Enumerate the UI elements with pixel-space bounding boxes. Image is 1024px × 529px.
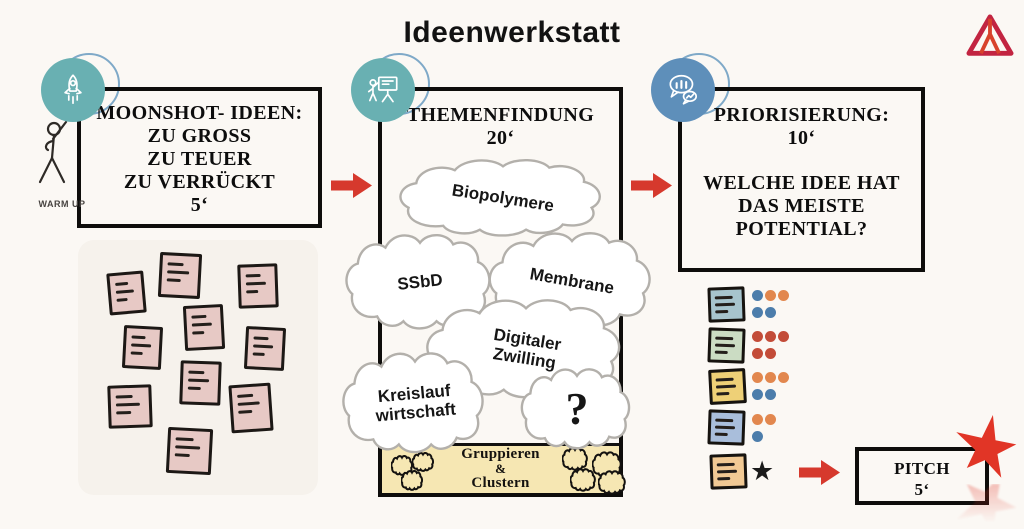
stage3-line: DAS MEISTE <box>738 195 865 217</box>
sticky-note <box>228 382 274 434</box>
arrow-to-pitch-icon <box>799 460 840 485</box>
arrow-stage1-to-stage2-icon <box>331 173 372 198</box>
sticky-note <box>237 263 279 309</box>
stage3-line: POTENTIAL? <box>735 218 868 240</box>
sticky-note <box>121 325 164 370</box>
sticky-note <box>179 360 222 406</box>
presenter-icon <box>351 58 415 122</box>
vote-note <box>707 286 746 323</box>
band-line: Gruppieren <box>461 446 540 462</box>
popcorn-doodle-icon <box>401 470 423 491</box>
stage1-line: ZU VERRÜCKT <box>123 171 276 193</box>
chat-analytics-icon <box>651 58 715 122</box>
vote-note <box>707 327 746 364</box>
vote-dots <box>752 372 789 406</box>
pitch-box: PITCH 5‘ <box>855 447 989 505</box>
vote-dots <box>752 414 776 448</box>
stage3-line: PRIORISIERUNG: <box>713 104 890 126</box>
sticky-note <box>157 251 203 300</box>
stage1-line: ZU TEUER <box>147 148 252 170</box>
stage3-line: WELCHE IDEE HAT <box>703 172 900 194</box>
stage1-line: ZU GROSS <box>147 125 252 147</box>
stage2-duration: 20‘ <box>486 127 515 149</box>
company-logo-icon <box>966 13 1014 57</box>
pitch-duration: 5‘ <box>914 480 930 499</box>
sticky-note <box>106 270 147 316</box>
band-line: Clustern <box>471 475 530 491</box>
pitch-label: PITCH <box>894 459 950 478</box>
topic-cloud-kreislaufwirtschaft: Kreislauf wirtschaft <box>341 348 489 458</box>
vote-dots <box>752 290 789 324</box>
vote-note <box>708 368 747 405</box>
sticky-note <box>165 426 214 476</box>
stage2-heading: THEMENFINDUNG <box>406 104 595 126</box>
vote-dots <box>752 331 789 365</box>
winner-star-icon: ★ <box>750 456 775 486</box>
vote-note <box>709 453 748 490</box>
topic-cloud-question: ? <box>520 365 634 453</box>
stage1-duration: 5‘ <box>190 194 209 216</box>
sticky-note <box>243 325 287 372</box>
rocket-icon <box>41 58 105 122</box>
star-reflection <box>950 484 1024 529</box>
band-line: & <box>495 461 506 476</box>
stage3-duration: 10‘ <box>787 127 816 149</box>
arrow-stage2-to-stage3-icon <box>631 173 672 198</box>
sticky-note <box>182 303 226 352</box>
page-title: Ideenwerkstatt <box>403 16 621 49</box>
highlight-star-icon <box>956 414 1017 478</box>
vote-note <box>707 409 746 446</box>
stage3-box: PRIORISIERUNG: 10‘ WELCHE IDEE HAT DAS M… <box>678 87 925 272</box>
warmup-figure-icon <box>38 120 68 184</box>
stage1-box: MOONSHOT- IDEEN: ZU GROSS ZU TEUER ZU VE… <box>77 87 322 228</box>
stage1-line: MOONSHOT- IDEEN: <box>96 102 303 124</box>
popcorn-doodle-icon <box>570 469 596 491</box>
sticky-note <box>107 384 153 429</box>
warmup-label: WARM UP <box>38 199 86 209</box>
popcorn-doodle-icon <box>598 471 625 494</box>
